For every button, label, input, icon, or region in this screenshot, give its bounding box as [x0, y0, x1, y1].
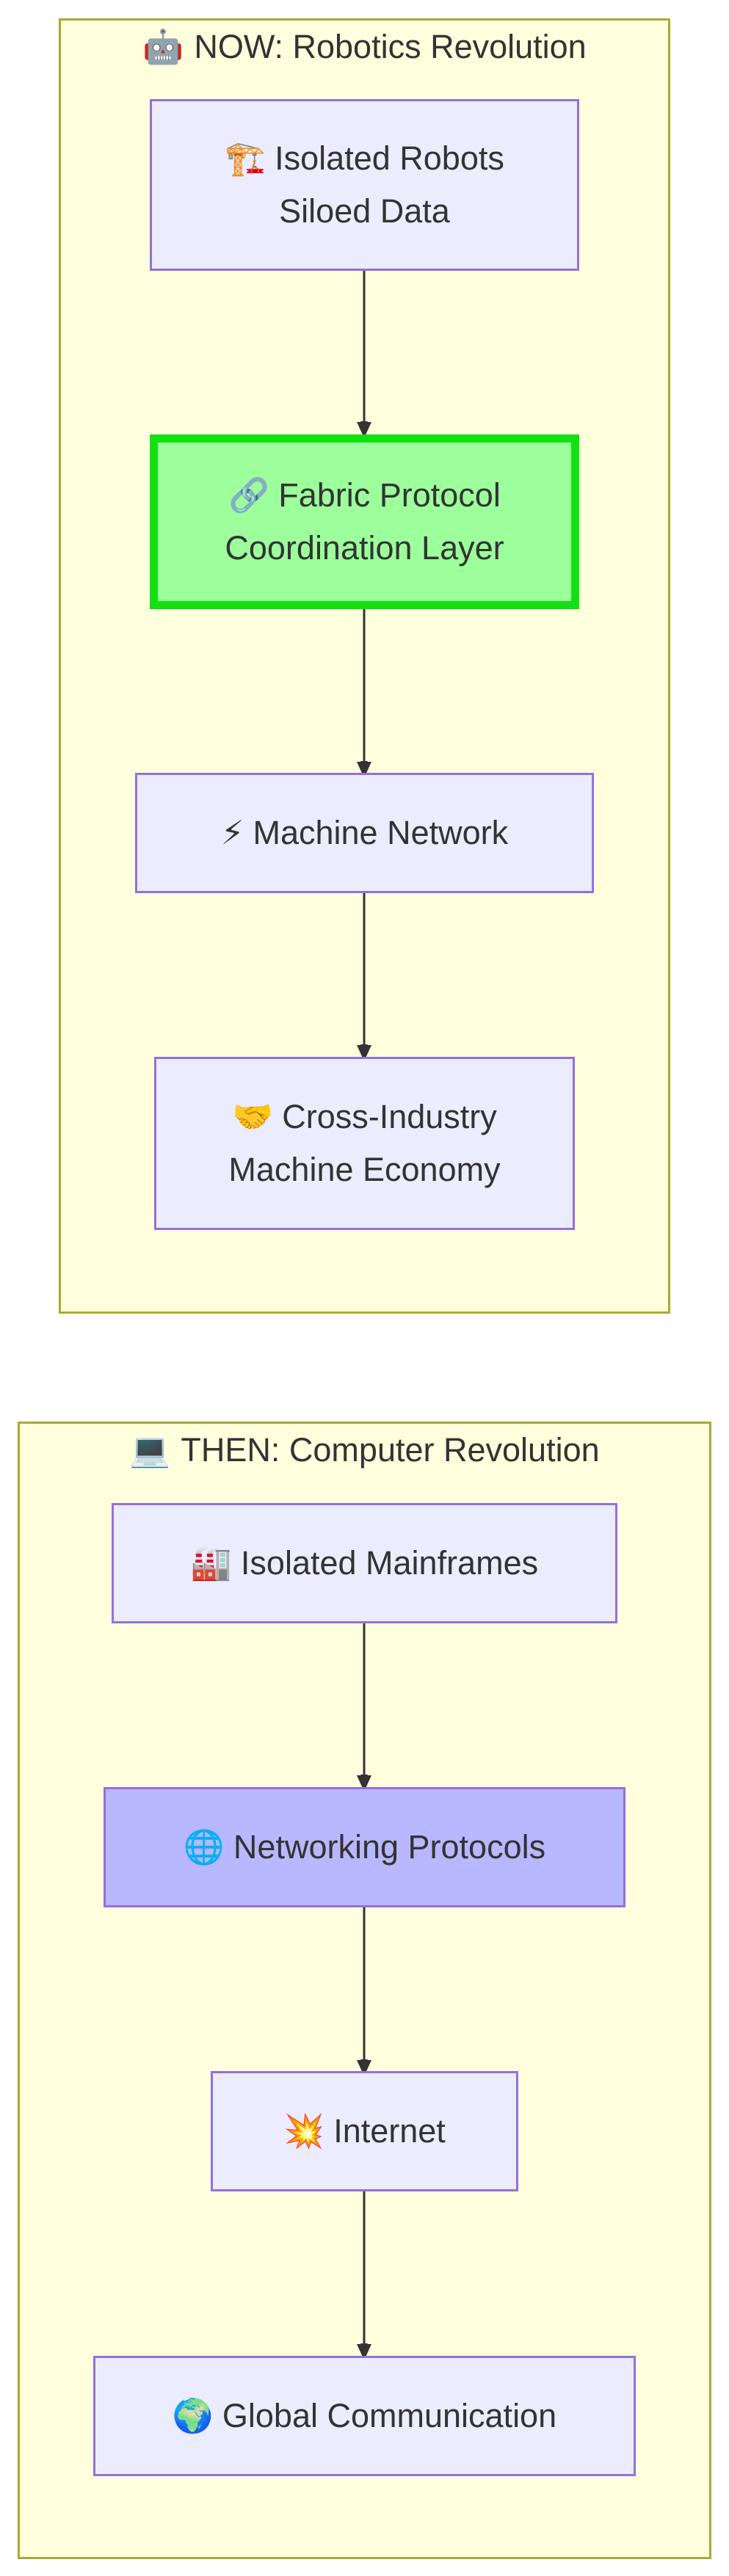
- node-networking-protocols[interactable]: 🌐Networking Protocols: [104, 1787, 625, 1907]
- factory-icon: 🏭: [190, 1544, 232, 1582]
- earth-icon: 🌍: [172, 2397, 214, 2434]
- then-cluster-title: 💻THEN: Computer Revolution: [129, 1431, 600, 1469]
- link-icon: 🔗: [228, 476, 270, 514]
- crane-icon: 🏗️: [225, 139, 266, 177]
- node-machine-network[interactable]: ⚡Machine Network: [135, 773, 594, 893]
- laptop-icon: 💻: [129, 1431, 171, 1469]
- globe-network-icon: 🌐: [183, 1828, 225, 1866]
- now-cluster-title: 🤖NOW: Robotics Revolution: [142, 28, 587, 65]
- handshake-icon: 🤝: [232, 1098, 274, 1135]
- lightning-icon: ⚡: [220, 814, 244, 851]
- collision-icon: 💥: [283, 2112, 325, 2150]
- node-global-communication[interactable]: 🌍Global Communication: [93, 2356, 636, 2476]
- node-fabric-protocol[interactable]: 🔗Fabric Protocol Coordination Layer: [150, 434, 579, 609]
- node-isolated-mainframes[interactable]: 🏭Isolated Mainframes: [112, 1503, 617, 1623]
- node-internet[interactable]: 💥Internet: [211, 2071, 518, 2191]
- robot-icon: 🤖: [142, 28, 184, 65]
- node-isolated-robots[interactable]: 🏗️Isolated Robots Siloed Data: [150, 99, 579, 271]
- node-cross-industry[interactable]: 🤝Cross-Industry Machine Economy: [154, 1057, 575, 1230]
